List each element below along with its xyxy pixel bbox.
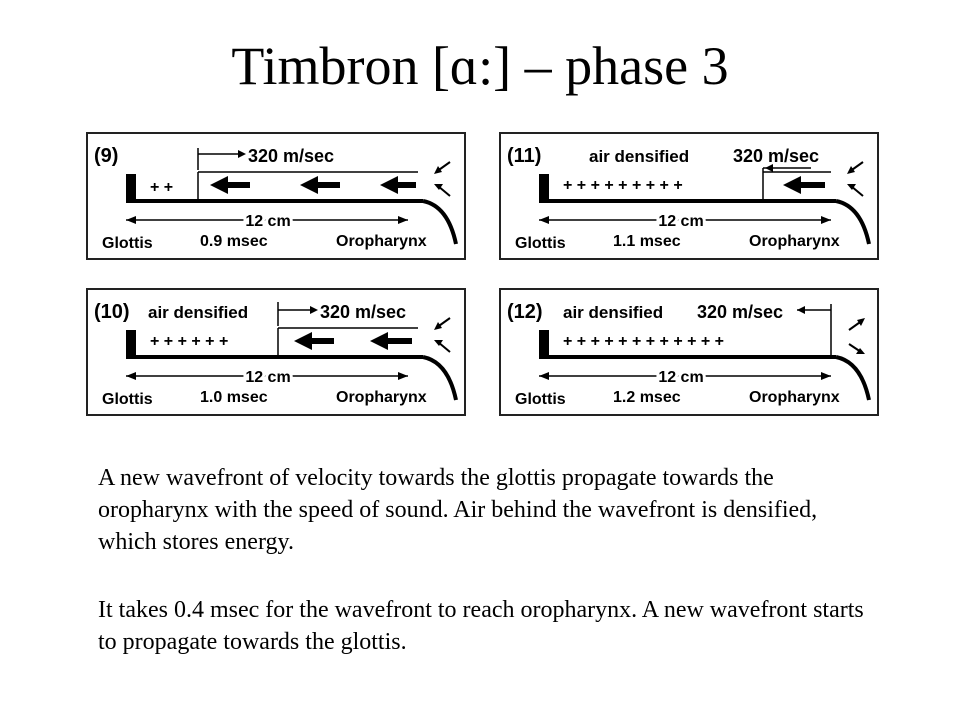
panel-label: (9) bbox=[94, 145, 118, 167]
panel-label: (10) bbox=[94, 301, 130, 323]
flow-arrow bbox=[783, 176, 825, 194]
oropharynx-label: Oropharynx bbox=[336, 389, 427, 406]
length-arrowhead-left bbox=[539, 216, 549, 224]
direction-arrowhead bbox=[797, 306, 805, 314]
length-arrowhead-left bbox=[126, 216, 136, 224]
oropharynx-label: Oropharynx bbox=[749, 233, 840, 250]
reflection-arrows bbox=[434, 317, 451, 353]
oropharynx-label: Oropharynx bbox=[336, 233, 427, 250]
glottis-block bbox=[126, 330, 136, 358]
time-label: 1.1 msec bbox=[613, 233, 681, 250]
length-label: 12 cm bbox=[658, 369, 703, 386]
speed-label: 320 m/sec bbox=[733, 146, 819, 166]
flow-arrow bbox=[380, 176, 416, 194]
speed-label: 320 m/sec bbox=[320, 302, 406, 322]
glottis-block bbox=[126, 174, 136, 202]
length-arrowhead-left bbox=[126, 372, 136, 380]
flow-arrow bbox=[300, 176, 340, 194]
pressure-plus-signs: + + + + + + + + + + + + bbox=[563, 333, 724, 350]
reflection-arrows bbox=[847, 161, 864, 197]
oropharynx-label: Oropharynx bbox=[749, 389, 840, 406]
outward-arrows bbox=[848, 318, 865, 354]
panel-9: (9) 320 m/sec + + 12 cm Glottis 0.9 msec… bbox=[86, 132, 466, 260]
panel-11: (11) air densified 320 m/sec + + + + + +… bbox=[499, 132, 879, 260]
panel-12-diagram: (12) air densified 320 m/sec + + + + + +… bbox=[507, 301, 871, 408]
glottis-label: Glottis bbox=[515, 235, 566, 252]
body-paragraph-1: A new wavefront of velocity towards the … bbox=[98, 465, 818, 555]
length-arrowhead-left bbox=[539, 372, 549, 380]
panel-label: (11) bbox=[507, 145, 541, 167]
panel-11-diagram: (11) air densified 320 m/sec + + + + + +… bbox=[507, 145, 871, 252]
glottis-label: Glottis bbox=[515, 391, 566, 408]
oropharynx-curve bbox=[835, 199, 871, 245]
pressure-plus-signs: + + + + + + bbox=[150, 333, 228, 350]
length-arrowhead-right bbox=[398, 372, 408, 380]
oropharynx-curve bbox=[422, 199, 458, 245]
panel-12: (12) air densified 320 m/sec + + + + + +… bbox=[499, 288, 879, 416]
glottis-label: Glottis bbox=[102, 235, 153, 252]
flow-arrow bbox=[294, 332, 334, 350]
speed-label: 320 m/sec bbox=[697, 302, 783, 322]
direction-arrowhead bbox=[310, 306, 318, 314]
time-label: 0.9 msec bbox=[200, 233, 268, 250]
pressure-plus-signs: + + + + + + + + + bbox=[563, 177, 683, 194]
length-label: 12 cm bbox=[658, 213, 703, 230]
body-paragraph-2: It takes 0.4 msec for the wavefront to r… bbox=[98, 597, 864, 655]
length-arrowhead-right bbox=[821, 216, 831, 224]
oropharynx-curve bbox=[835, 355, 871, 401]
flow-arrow bbox=[370, 332, 412, 350]
glottis-block bbox=[539, 174, 549, 202]
length-arrowhead-right bbox=[398, 216, 408, 224]
glottis-block bbox=[539, 330, 549, 358]
time-label: 1.0 msec bbox=[200, 389, 268, 406]
note-label: air densified bbox=[589, 147, 689, 166]
time-label: 1.2 msec bbox=[613, 389, 681, 406]
pressure-plus-signs: + + bbox=[150, 179, 173, 196]
direction-arrowhead bbox=[238, 150, 246, 158]
direction-arrowhead bbox=[765, 164, 773, 172]
oropharynx-curve bbox=[422, 355, 458, 401]
note-label: air densified bbox=[563, 303, 663, 322]
flow-arrow bbox=[210, 176, 250, 194]
glottis-label: Glottis bbox=[102, 391, 153, 408]
note-label: air densified bbox=[148, 303, 248, 322]
slide-title: Timbron [ɑ:] – phase 3 bbox=[231, 36, 729, 96]
length-arrowhead-right bbox=[821, 372, 831, 380]
speed-label: 320 m/sec bbox=[248, 146, 334, 166]
panel-9-diagram: (9) 320 m/sec + + 12 cm Glottis 0.9 msec… bbox=[94, 145, 458, 252]
panel-label: (12) bbox=[507, 301, 543, 323]
reflection-arrows bbox=[434, 161, 451, 197]
panel-10: (10) air densified 320 m/sec + + + + + +… bbox=[86, 288, 466, 416]
panel-10-diagram: (10) air densified 320 m/sec + + + + + +… bbox=[94, 301, 458, 408]
length-label: 12 cm bbox=[245, 213, 290, 230]
length-label: 12 cm bbox=[245, 369, 290, 386]
